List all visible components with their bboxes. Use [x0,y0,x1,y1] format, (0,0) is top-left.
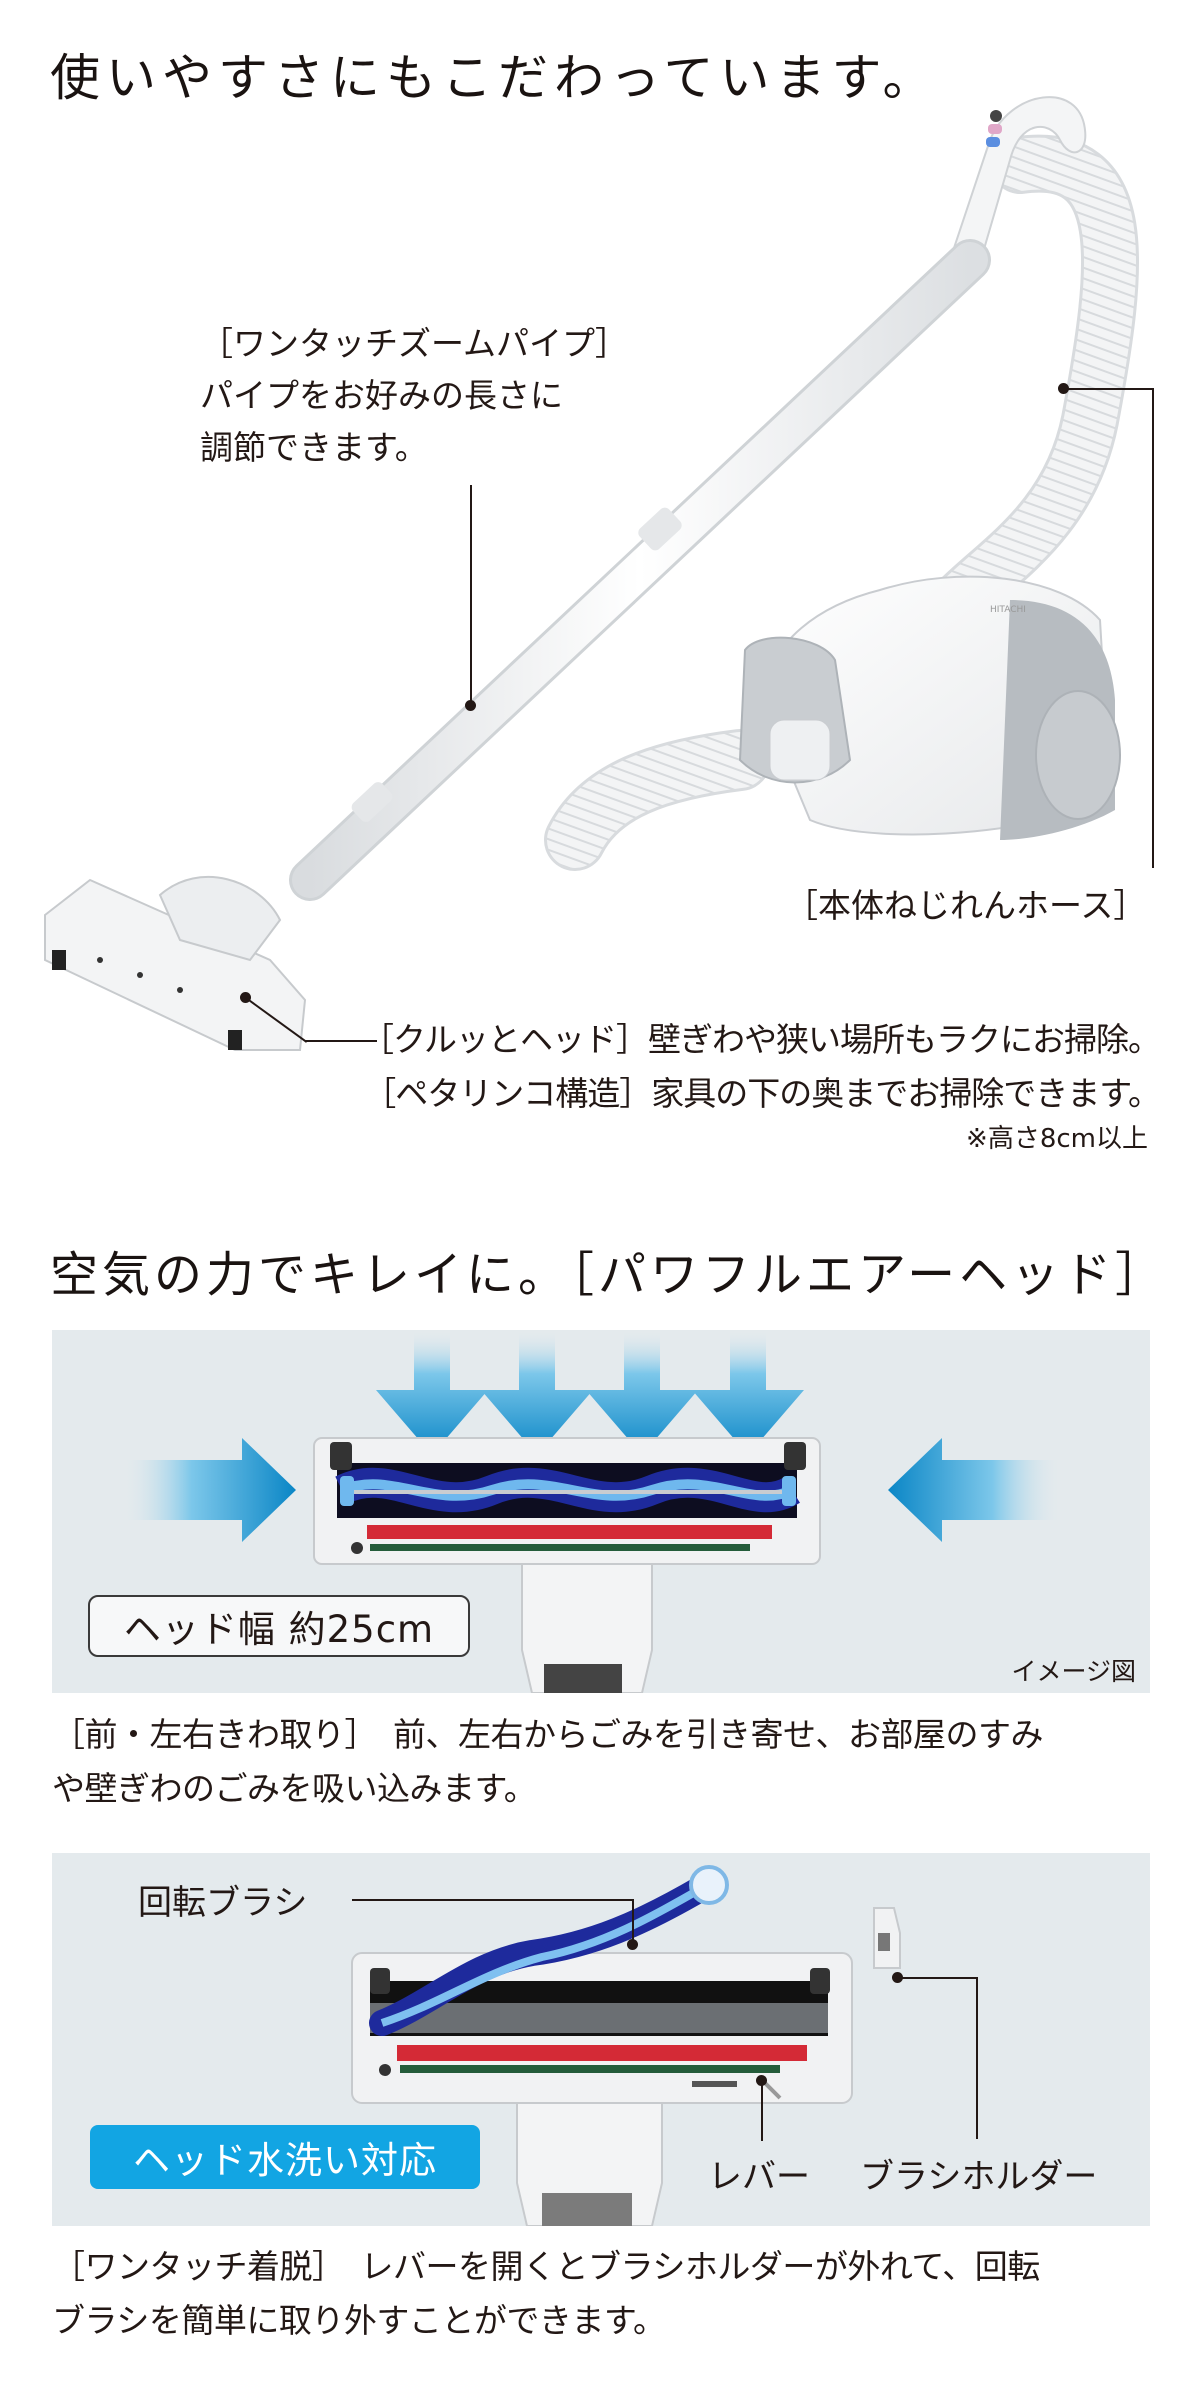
leader-line-holder-h [898,1977,978,1979]
brush-removal-diagram [351,1865,901,2226]
svg-text:HITACHI: HITACHI [990,605,1026,615]
arrow-down-icon [376,1330,804,1455]
callout-zoom-pipe-line2: 調節できます。 [200,428,428,467]
callout-zoom-pipe: ［ワンタッチズームパイプ］ パイプをお好みの長さに 調節できます。 [200,318,628,474]
caption-edge-cleaning-line1: ［前・左右きわ取り］ 前、左右からごみを引き寄せ、お部屋のすみ [52,1715,1044,1754]
caption-one-touch-removal: ［ワンタッチ着脱］ レバーを開くとブラシホルダーが外れて、回転 ブラシを簡単に取… [52,2240,1162,2348]
leader-line-lever [761,2081,763,2141]
vacuum-product-image: HITACHI [0,80,1200,1060]
caption-one-touch-removal-line2: ブラシを簡単に取り外すことができます。 [52,2301,666,2340]
leader-dot-brush [627,1939,638,1950]
label-rotating-brush: 回転ブラシ [138,1883,308,1923]
callout-zoom-pipe-title: ［ワンタッチズームパイプ］ [200,324,629,363]
air-head-diagram-panel: ヘッド幅 約25cm イメージ図 [52,1330,1150,1693]
brush-removal-diagram-panel: 回転ブラシ レバー ブラシホルダー ヘッド水洗い対応 [52,1853,1150,2226]
callout-head-line1: ［クルッとヘッド］壁ぎわや狭い場所もラクにお掃除。 [360,1020,1161,1059]
airflow-diagram [122,1330,1062,1693]
leader-line-brush-v [632,1899,634,1944]
section-heading-usability: 使いやすさにもこだわっています。 [50,49,939,107]
image-note: イメージ図 [1011,1657,1136,1686]
callout-hose-title: ［本体ねじれんホース］ [785,886,1147,925]
leader-line-zoom-pipe [470,485,472,707]
leader-line-holder-v [976,1977,978,2139]
caption-edge-cleaning-line2: や壁ぎわのごみを吸い込みます。 [52,1769,537,1808]
leader-dot-lever [756,2075,767,2086]
head-underside-illustration [313,1437,821,1693]
arrow-right-icon [122,1438,296,1542]
callout-head-line2: ［ペタリンコ構造］家具の下の奥までお掃除できます。 [363,1074,1161,1113]
leader-line-brush-h [352,1899,632,1901]
leader-dot-holder [892,1972,903,1983]
leader-line-head-h [305,1040,377,1042]
washable-head-badge: ヘッド水洗い対応 [90,2125,480,2189]
label-brush-holder: ブラシホルダー [860,2157,1098,2197]
section-heading-air-head: 空気の力でキレイに。［パワフルエアーヘッド］ [50,1247,1168,1303]
arrow-left-icon [888,1438,1062,1542]
caption-one-touch-removal-line1: ［ワンタッチ着脱］ レバーを開くとブラシホルダーが外れて、回転 [52,2247,1040,2286]
callout-head-note: ※高さ8cm以上 [966,1124,1148,1154]
label-lever: レバー [708,2157,810,2197]
callout-zoom-pipe-line1: パイプをお好みの長さに [200,376,563,415]
leader-dot-zoom-pipe [465,700,476,711]
head-width-badge: ヘッド幅 約25cm [88,1595,470,1657]
leader-line-hose-v [1152,388,1154,868]
caption-edge-cleaning: ［前・左右きわ取り］ 前、左右からごみを引き寄せ、お部屋のすみ や壁ぎわのごみを… [52,1708,1162,1816]
leader-line-hose-h [1064,388,1154,390]
leader-dot-hose [1058,383,1069,394]
